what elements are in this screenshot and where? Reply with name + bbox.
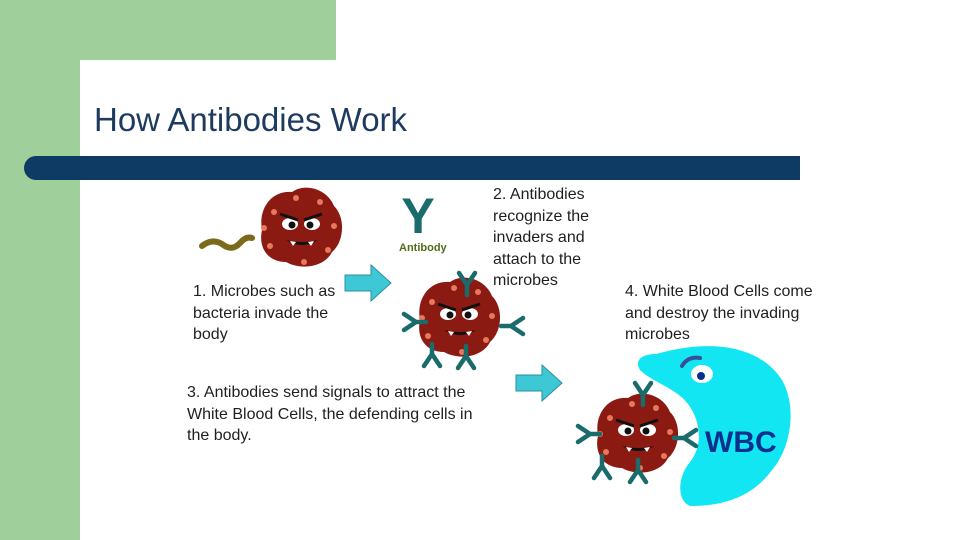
antibody-wbc-left [578, 426, 600, 442]
slide-panel [80, 60, 960, 540]
title-rule [24, 156, 800, 180]
bacterium-worm [199, 234, 255, 251]
antibody-symbol: Y [401, 188, 434, 244]
microbe-step1 [259, 186, 344, 269]
antibody-label: Antibody [399, 242, 448, 254]
wbc-label: WBC [705, 426, 777, 459]
slide-title: How Antibodies Work [94, 101, 408, 138]
caption-step1: 1. Microbes such as bacteria invade the … [193, 283, 336, 343]
top-accent-block [80, 0, 336, 60]
left-accent-bar [0, 0, 80, 540]
wbc-brow [680, 355, 702, 368]
antibody-right [501, 318, 523, 334]
caption-step3: 3. Antibodies send signals to attract th… [187, 384, 473, 444]
caption-step4: 4. White Blood Cells come and destroy th… [625, 283, 813, 343]
arrow-step3-to-step4 [515, 364, 563, 402]
wbc-cell [637, 346, 791, 506]
caption-step2: 2. Antibodies recognize the invaders and… [493, 186, 590, 289]
